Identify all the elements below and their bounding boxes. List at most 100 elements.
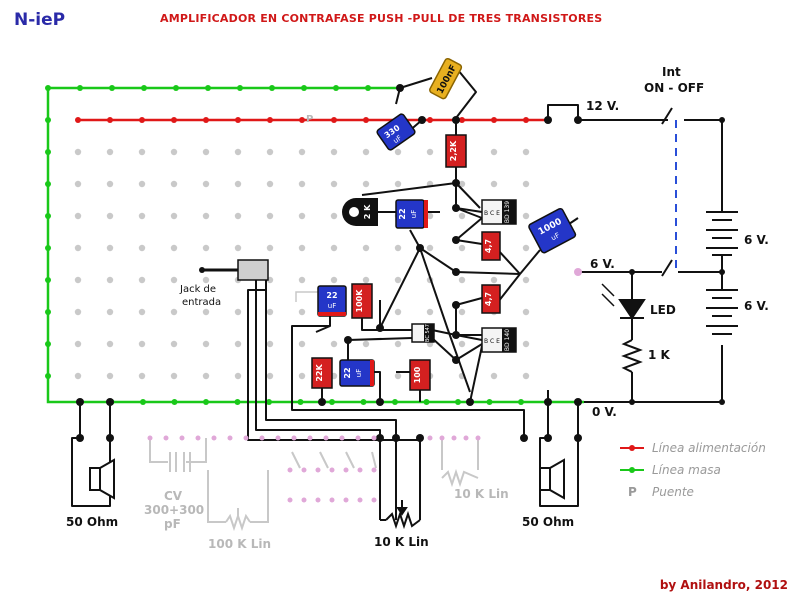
breadboard-hole	[362, 276, 370, 284]
resistor-4r7-b: 4,7	[481, 284, 501, 314]
power-switch-icon[interactable]	[661, 107, 677, 277]
faded-dot	[301, 467, 307, 473]
trimmer-2k[interactable]: 2 K	[342, 198, 378, 226]
power-rail-dot	[235, 117, 241, 123]
ground-rail-dot	[45, 277, 51, 283]
breadboard-hole	[202, 276, 210, 284]
resistor-100k-label: 100K	[355, 289, 364, 313]
breadboard-hole	[490, 180, 498, 188]
breadboard-hole	[170, 212, 178, 220]
faded-dot	[329, 497, 335, 503]
faded-dot	[371, 497, 377, 503]
faded-dot	[371, 435, 377, 441]
power-rail-dot	[523, 117, 529, 123]
breadboard-hole	[202, 308, 210, 316]
faded-dot	[355, 435, 361, 441]
brand-logo: N-ieP	[14, 10, 66, 30]
ground-rail-dot	[301, 85, 307, 91]
capacitor-22uf-left-unit: uF	[328, 302, 336, 310]
resistor-22k: 22K	[311, 357, 333, 389]
faded-dot	[291, 435, 297, 441]
pot-10k-icon[interactable]	[380, 500, 421, 530]
breadboard-hole	[298, 148, 306, 156]
ground-rail-dot	[173, 85, 179, 91]
breadboard-hole	[74, 308, 82, 316]
legend: Línea alimentación Línea masa P Puente	[620, 441, 766, 499]
trimmer-2k-label: 2 K	[363, 204, 372, 219]
faded-dot	[287, 497, 293, 503]
faded-dot	[339, 435, 345, 441]
breadboard-hole	[490, 276, 498, 284]
breadboard-hole	[330, 148, 338, 156]
breadboard-hole	[106, 276, 114, 284]
ground-rail-dot	[234, 399, 241, 405]
breadboard-hole	[458, 340, 466, 348]
ground-rail-dot	[486, 399, 493, 405]
breadboard-hole	[170, 244, 178, 252]
breadboard-hole	[202, 212, 210, 220]
capacitor-330uf: 330 uF	[376, 113, 416, 151]
breadboard-hole	[426, 212, 434, 220]
breadboard-hole	[74, 212, 82, 220]
label-cv-value: 300+300	[144, 503, 204, 517]
breadboard-hole	[234, 244, 242, 252]
ground-rail-dot	[45, 117, 51, 123]
capacitor-100nf: 100nF	[429, 57, 463, 100]
breadboard-hole	[298, 180, 306, 188]
faded-dot	[439, 435, 445, 441]
breadboard-hole	[298, 244, 306, 252]
resistor-100k: 100K	[351, 283, 373, 319]
faded-dot	[329, 467, 335, 473]
breadboard-hole	[170, 148, 178, 156]
breadboard-hole	[362, 244, 370, 252]
breadboard-hole	[330, 180, 338, 188]
faded-dot	[343, 467, 349, 473]
breadboard-hole	[74, 372, 82, 380]
ground-rail-dot	[45, 245, 51, 251]
ground-rail-dot	[423, 399, 430, 405]
input-jack-icon[interactable]	[199, 259, 269, 281]
power-rail-dot	[267, 117, 273, 123]
power-rail-dot	[491, 117, 497, 123]
breadboard-hole	[138, 244, 146, 252]
label-0v: 0 V.	[592, 405, 617, 419]
breadboard-hole	[202, 244, 210, 252]
resistor-4r7-a: 4,7	[481, 231, 501, 261]
label-1k: 1 K	[648, 348, 671, 362]
breadboard-hole	[394, 180, 402, 188]
capacitor-22uf-top-unit: uF	[410, 210, 418, 218]
ground-rail-dot	[45, 181, 51, 187]
ground-rail-dot	[45, 373, 51, 379]
ground-rail-dot	[45, 341, 51, 347]
breadboard-hole	[202, 372, 210, 380]
breadboard-hole	[458, 180, 466, 188]
faded-dot	[259, 435, 265, 441]
power-rail-dot	[203, 117, 209, 123]
breadboard-hole	[106, 180, 114, 188]
breadboard-hole	[234, 148, 242, 156]
speaker-right-icon	[539, 458, 565, 500]
breadboard-hole	[394, 244, 402, 252]
breadboard-hole	[394, 308, 402, 316]
breadboard-hole	[298, 340, 306, 348]
ground-rail-dot	[297, 399, 304, 405]
breadboard-hole	[522, 276, 530, 284]
breadboard-hole	[426, 244, 434, 252]
breadboard-hole	[138, 276, 146, 284]
ground-rail-dot	[140, 399, 146, 405]
breadboard-hole	[394, 276, 402, 284]
ground-rail-dot	[77, 85, 83, 91]
transistor-top: BD 139 B C E	[481, 199, 517, 225]
breadboard-hole	[330, 276, 338, 284]
faded-dot	[371, 467, 377, 473]
label-jack-2: entrada	[182, 297, 221, 308]
breadboard-hole	[330, 244, 338, 252]
breadboard-hole	[394, 340, 402, 348]
breadboard-hole	[202, 180, 210, 188]
breadboard-holes	[74, 148, 530, 380]
breadboard-hole	[458, 244, 466, 252]
breadboard-hole	[522, 148, 530, 156]
breadboard-hole	[106, 308, 114, 316]
breadboard-hole	[522, 212, 530, 220]
